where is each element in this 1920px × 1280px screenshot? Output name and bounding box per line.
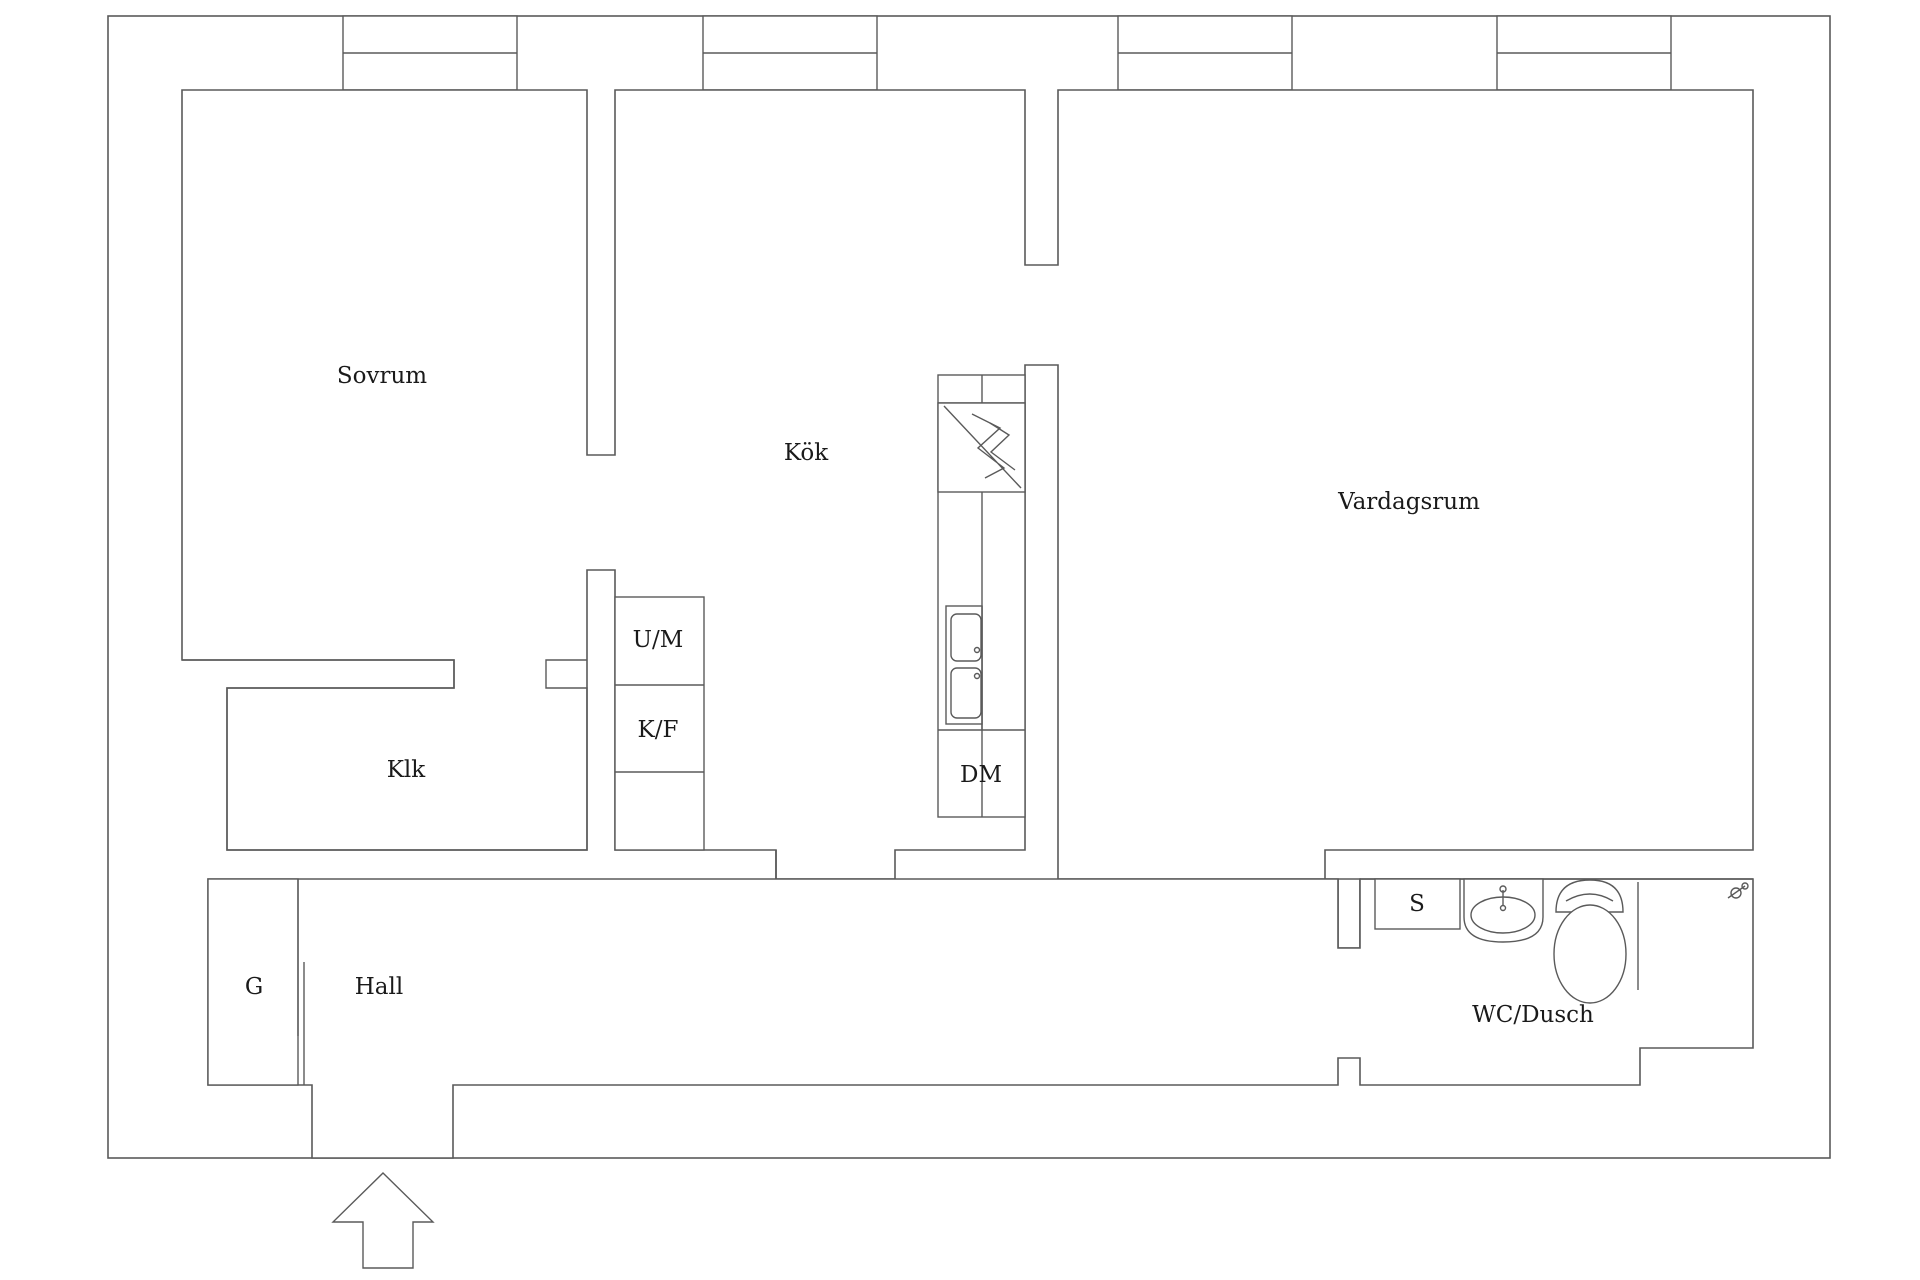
washbasin-icon	[1463, 878, 1544, 943]
shower-head-icon	[1727, 882, 1749, 899]
room-label-kok: Kök	[784, 440, 829, 466]
kitchen-counter	[937, 374, 1026, 818]
wardrobe-g	[207, 878, 299, 1086]
room-label-hall: Hall	[355, 974, 403, 1000]
toilet-icon	[1553, 879, 1639, 1004]
fixture-label-um: U/M	[633, 627, 684, 653]
room-label-vardagsrum: Vardagsrum	[1337, 489, 1480, 515]
kitchen-sink-icon	[945, 605, 983, 725]
fixture-label-s: S	[1409, 891, 1425, 917]
fixture-label-g: G	[245, 974, 263, 1000]
bathroom	[1360, 878, 1753, 1004]
fixture-label-dm: DM	[960, 762, 1002, 788]
kitchen-cabinet-column	[614, 596, 705, 851]
entrance-arrow-icon	[331, 1172, 435, 1269]
room-label-wc-dusch: WC/Dusch	[1472, 1002, 1594, 1028]
windows	[342, 15, 1672, 91]
room-hall	[207, 850, 1754, 1159]
fixture-label-kf: K/F	[638, 717, 679, 743]
room-label-sovrum: Sovrum	[337, 363, 427, 389]
room-label-klk: Klk	[387, 757, 427, 783]
wall-klk-bedroom	[182, 659, 588, 851]
stove-icon	[937, 402, 1026, 493]
storage-s	[1374, 878, 1461, 930]
